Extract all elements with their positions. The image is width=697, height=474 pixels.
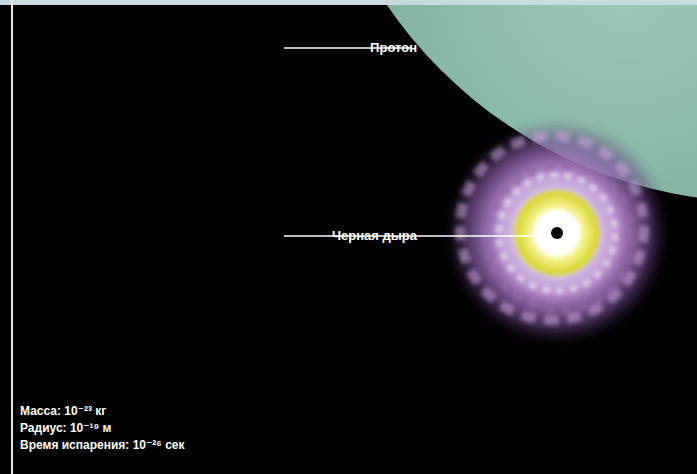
top-strip: [0, 0, 697, 5]
parameter-note: Масса: 10⁻²³ кг: [20, 404, 106, 418]
part-label: Протон: [370, 40, 417, 55]
parameter-note: Время испарения: 10⁻²⁶ сек: [20, 438, 185, 452]
frame-line: [11, 0, 13, 474]
part-label: Черная дыра: [332, 228, 417, 243]
black-hole-dot: [551, 227, 563, 239]
black-hole-glow: [445, 121, 669, 345]
parameter-note: Радиус: 10⁻¹⁹ м: [20, 421, 111, 435]
